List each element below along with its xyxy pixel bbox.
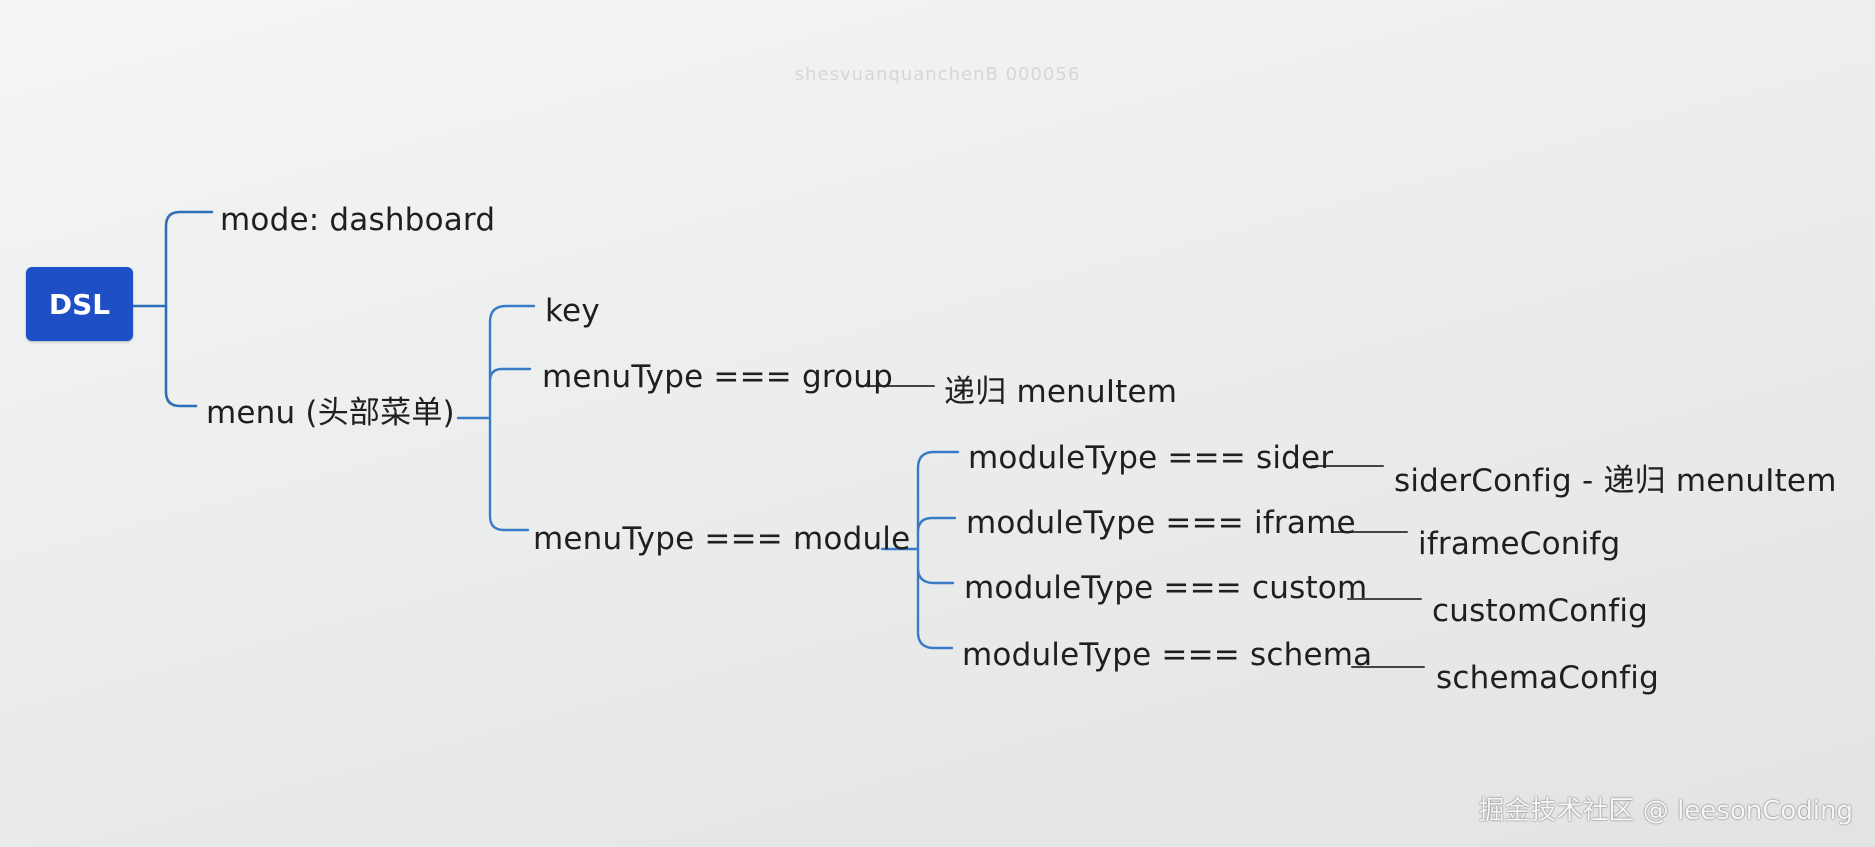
node-menutype-group[interactable]: menuType === group — [542, 359, 894, 395]
node-custom-config[interactable]: customConfig — [1432, 593, 1649, 629]
node-moduletype-schema[interactable]: moduleType === schema — [962, 637, 1373, 673]
node-recurse-menuitem[interactable]: 递归 menuItem — [944, 374, 1178, 410]
root-node-dsl[interactable]: DSL — [26, 267, 133, 341]
node-iframe-config[interactable]: iframeConifg — [1418, 526, 1621, 562]
node-moduletype-sider[interactable]: moduleType === sider — [968, 440, 1334, 476]
node-menu[interactable]: menu (头部菜单) — [206, 395, 455, 431]
node-moduletype-custom[interactable]: moduleType === custom — [964, 570, 1368, 606]
node-schema-config[interactable]: schemaConfig — [1436, 660, 1659, 696]
node-mode-dashboard[interactable]: mode: dashboard — [220, 202, 496, 238]
node-sider-config[interactable]: siderConfig - 递归 menuItem — [1394, 463, 1837, 499]
bottom-watermark: 掘金技术社区 @ leesonCoding — [1478, 796, 1853, 826]
module-connector — [880, 450, 960, 650]
root-connector — [131, 210, 214, 408]
node-moduletype-iframe[interactable]: moduleType === iframe — [966, 505, 1356, 541]
node-menutype-module[interactable]: menuType === module — [533, 521, 911, 557]
menu-connector — [456, 304, 536, 532]
node-key[interactable]: key — [545, 293, 600, 329]
top-watermark: shesvuanquanchenB 000056 — [794, 64, 1081, 85]
